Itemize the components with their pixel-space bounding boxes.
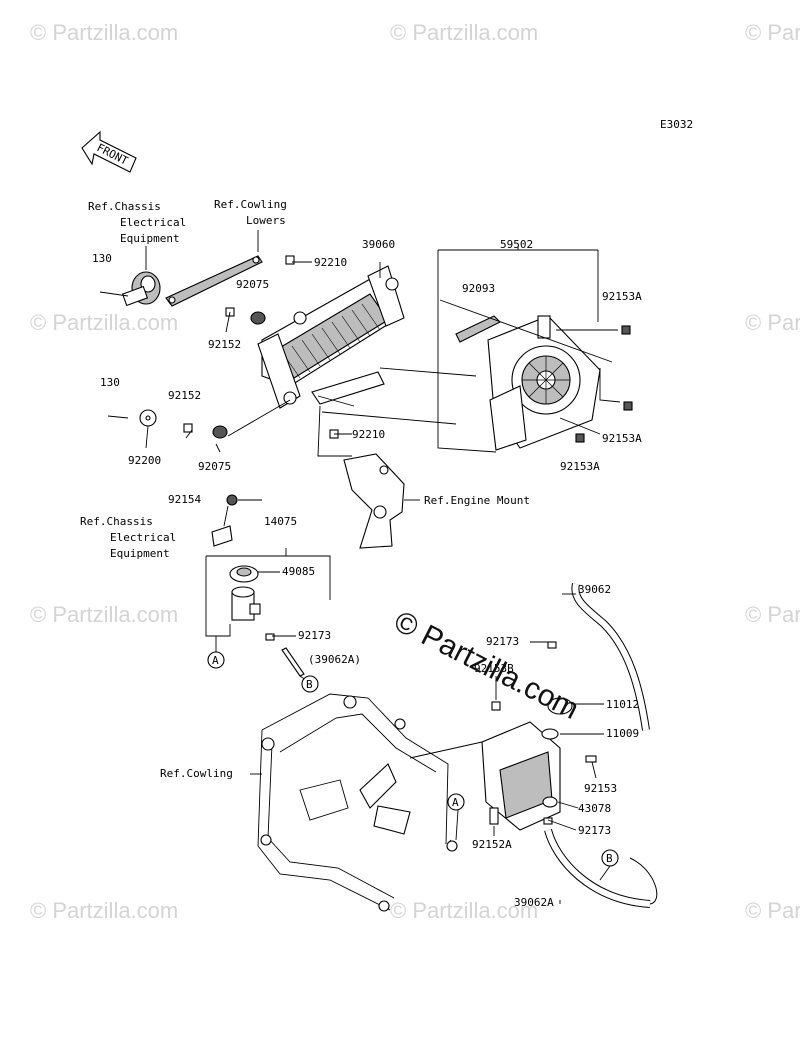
ref-cowling-label: Ref.Cowling bbox=[160, 767, 233, 780]
ref-chassis-electrical-label: Electrical bbox=[110, 531, 176, 544]
fan-assembly-graphic bbox=[455, 315, 633, 451]
part-number-label: 92075 bbox=[236, 278, 269, 291]
part-number-label: 92152 bbox=[208, 338, 241, 351]
part-number-label: 11009 bbox=[606, 727, 639, 740]
part-number-label: 92173 bbox=[298, 629, 331, 642]
marker-a: A bbox=[212, 654, 219, 667]
watermark: © Partzilla.com bbox=[745, 310, 800, 335]
ref-chassis-electrical-label: Equipment bbox=[120, 232, 180, 245]
part-number-label: 92173 bbox=[486, 635, 519, 648]
part-number-label: 92200 bbox=[128, 454, 161, 467]
part-number-label: 92154 bbox=[168, 493, 201, 506]
part-number-label: 92173 bbox=[578, 824, 611, 837]
ref-engine-mount-label: Ref.Engine Mount bbox=[424, 494, 530, 507]
part-number-label: 39060 bbox=[362, 238, 395, 251]
reference-markers: A B A B bbox=[207, 651, 619, 867]
watermark: © Partzilla.com bbox=[745, 20, 800, 45]
part-number-label: 49085 bbox=[282, 565, 315, 578]
part-number-label: 92153 bbox=[584, 782, 617, 795]
part-number-label: 130 bbox=[92, 252, 112, 265]
marker-b: B bbox=[606, 852, 613, 865]
part-number-label: 14075 bbox=[264, 515, 297, 528]
part-number-label: 39062A bbox=[514, 896, 554, 909]
reservoir-tank-graphic bbox=[481, 641, 597, 831]
hose-graphic bbox=[544, 583, 658, 908]
leader-lines-upper bbox=[145, 230, 621, 501]
part-number-label: 92153A bbox=[602, 290, 642, 303]
leader-lines-lower bbox=[409, 593, 611, 904]
watermark: © Partzilla.com bbox=[30, 310, 178, 335]
front-arrow-icon: FRONT bbox=[81, 130, 137, 173]
engine-mount-graphic bbox=[343, 453, 405, 549]
watermark: © Partzilla.com bbox=[30, 898, 178, 923]
diagram-code: E3032 bbox=[660, 118, 693, 131]
part-number-label: 92153B bbox=[474, 662, 514, 675]
part-number-label: 92152A bbox=[472, 838, 512, 851]
watermark: © Partzilla.com bbox=[745, 898, 800, 923]
part-number-label: 92153A bbox=[602, 432, 642, 445]
center-watermark: © Partzilla.com bbox=[389, 605, 584, 726]
watermark: © Partzilla.com bbox=[745, 602, 800, 627]
part-number-label: 130 bbox=[100, 376, 120, 389]
part-number-label: 92152 bbox=[168, 389, 201, 402]
part-number-label: 43078 bbox=[578, 802, 611, 815]
radiator-cap-graphic bbox=[205, 494, 331, 681]
part-number-label: 92075 bbox=[198, 460, 231, 473]
part-number-label: 92210 bbox=[352, 428, 385, 441]
ref-cowling-lowers-label: Ref.Cowling bbox=[214, 198, 287, 211]
part-number-label: 92210 bbox=[314, 256, 347, 269]
part-number-label: 92153A bbox=[560, 460, 600, 473]
marker-a: A bbox=[452, 796, 459, 809]
part-number-label: 59502 bbox=[500, 238, 533, 251]
watermark: © Partzilla.com bbox=[30, 602, 178, 627]
watermark: © Partzilla.com bbox=[390, 898, 538, 923]
cowling-frame-graphic bbox=[250, 693, 458, 912]
watermark: © Partzilla.com bbox=[390, 20, 538, 45]
watermark-layer: © Partzilla.com © Partzilla.com © Partzi… bbox=[30, 20, 800, 923]
part-number-label: (39062A) bbox=[308, 653, 361, 666]
part-number-label: 11012 bbox=[606, 698, 639, 711]
ref-chassis-electrical-label: Electrical bbox=[120, 216, 186, 229]
ref-chassis-electrical-label: Ref.Chassis bbox=[88, 200, 161, 213]
part-labels: Ref.Chassis Electrical Equipment Ref.Cow… bbox=[80, 198, 642, 909]
radiator-assembly-graphic bbox=[99, 255, 405, 439]
ref-chassis-electrical-label: Equipment bbox=[110, 547, 170, 560]
part-number-label: 39062 bbox=[578, 583, 611, 596]
ref-cowling-lowers-label: Lowers bbox=[246, 214, 286, 227]
watermark: © Partzilla.com bbox=[30, 20, 178, 45]
marker-b: B bbox=[306, 678, 313, 691]
part-number-label: 92093 bbox=[462, 282, 495, 295]
ref-chassis-electrical-label: Ref.Chassis bbox=[80, 515, 153, 528]
